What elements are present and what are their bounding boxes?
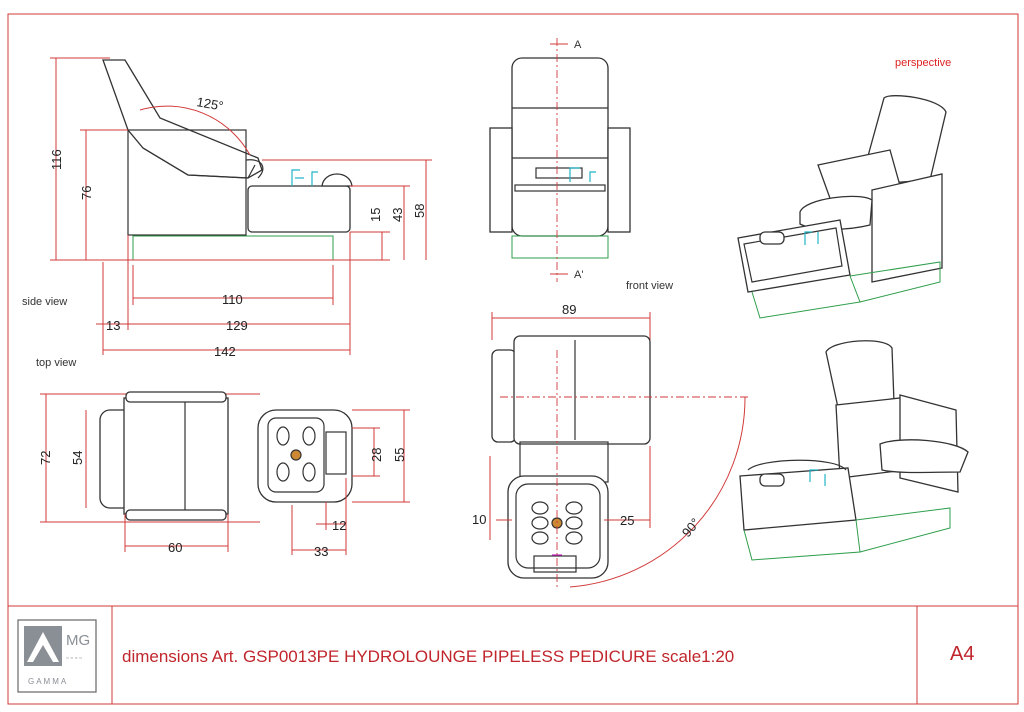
logo-subtext: GAMMA <box>28 677 68 686</box>
drawing-title: dimensions Art. GSP0013PE HYDROLOUNGE PI… <box>122 647 734 666</box>
dim-side-129: 129 <box>226 318 248 333</box>
section-a-bottom: A' <box>574 269 583 281</box>
sheet-format: A4 <box>950 643 974 665</box>
perspective-label: perspective <box>895 57 951 69</box>
section-a-top: A <box>574 39 582 51</box>
front-view-label: front view <box>626 280 673 292</box>
dim-front-89: 89 <box>562 302 576 317</box>
side-view-label: side view <box>22 296 67 308</box>
dim-side-116: 116 <box>49 149 64 170</box>
center-top-view-drawing <box>489 312 750 590</box>
dim-front-angle: 90° <box>679 515 703 540</box>
front-view-drawing <box>489 38 631 282</box>
dim-front-25: 25 <box>620 513 634 528</box>
company-logo: MG ▫ ▫ ▫ ▫ GAMMA <box>17 619 97 693</box>
dim-side-angle: 125° <box>195 94 224 113</box>
perspective-view-2 <box>739 340 969 561</box>
dim-side-43: 43 <box>390 208 405 222</box>
top-view-label: top view <box>36 357 76 369</box>
dim-top-12: 12 <box>332 518 346 533</box>
svg-text:▫ ▫ ▫ ▫: ▫ ▫ ▫ ▫ <box>66 655 82 662</box>
dim-side-76: 76 <box>79 186 94 200</box>
perspective-view-1 <box>737 95 947 319</box>
dim-front-10: 10 <box>472 512 486 527</box>
dim-side-13: 13 <box>106 318 120 333</box>
dim-side-110: 110 <box>222 292 243 307</box>
dim-side-142: 142 <box>214 344 236 359</box>
logo-text: MG <box>66 632 90 649</box>
dim-top-33: 33 <box>314 544 328 559</box>
top-view-drawing <box>40 391 410 555</box>
dim-top-28: 28 <box>369 448 384 462</box>
sheet-border <box>7 13 1019 705</box>
dim-top-72: 72 <box>38 451 53 465</box>
dim-top-60: 60 <box>168 540 182 555</box>
dim-side-15: 15 <box>368 208 383 222</box>
dim-side-58: 58 <box>412 204 427 218</box>
side-view-drawing <box>50 57 432 355</box>
dim-top-54: 54 <box>70 451 85 465</box>
dim-top-55: 55 <box>392 448 407 462</box>
